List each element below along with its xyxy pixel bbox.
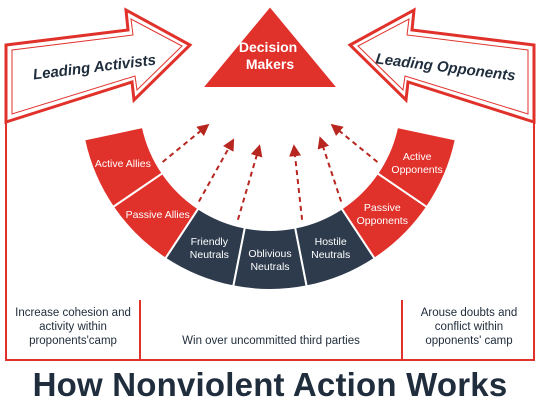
decision-makers-line-1: Decision	[239, 39, 297, 55]
decision-makers-line-2: Makers	[246, 56, 294, 72]
segment-active-opponents	[376, 125, 458, 209]
segment-label-line: Friendly	[191, 236, 229, 248]
decision-makers-triangle	[199, 4, 341, 89]
segment-label-line: Neutrals	[190, 249, 229, 261]
segment-label-line: Hostile	[315, 236, 347, 248]
segment-label-passive-allies: Passive Allies	[126, 209, 190, 221]
influence-arrow	[161, 123, 210, 163]
leading-opponents-arrow-inner	[357, 18, 529, 115]
segment-label-line: Active Allies	[95, 158, 151, 170]
leading-opponents-arrow	[347, 7, 536, 125]
leading-activists-arrow	[4, 7, 193, 125]
influence-arrow	[236, 144, 263, 221]
decision-makers-label: Decision Makers	[239, 39, 301, 72]
influence-arrow	[330, 123, 379, 163]
segment-label-line: Opponents	[357, 215, 408, 227]
segment-label-line: Passive Allies	[126, 209, 190, 221]
segment-label-line: Neutrals	[311, 249, 350, 261]
segment-label-line: Passive	[364, 202, 401, 214]
diagram-title: How Nonviolent Action Works	[32, 366, 508, 403]
segment-label-active-allies: Active Allies	[95, 158, 151, 170]
right-caption: Arouse doubts and conflict within oppone…	[420, 307, 518, 347]
segment-label-line: Oblivious	[248, 248, 291, 260]
left-caption: Increase cohesion and activity within pr…	[15, 307, 131, 347]
influence-arrows	[161, 123, 379, 221]
segment-label-line: Active	[403, 151, 432, 163]
spectrum-arc	[82, 125, 458, 291]
segment-label-line: Opponents	[391, 164, 442, 176]
center-caption: Win over uncommitted third parties	[182, 335, 360, 347]
influence-arrow	[289, 144, 304, 220]
center-frame	[139, 300, 403, 361]
influence-arrow	[198, 138, 235, 203]
influence-arrow	[317, 136, 343, 202]
segment-label-line: Neutrals	[250, 261, 289, 273]
right-column-frame	[402, 122, 535, 361]
leading-activists-arrow-inner	[11, 18, 183, 115]
